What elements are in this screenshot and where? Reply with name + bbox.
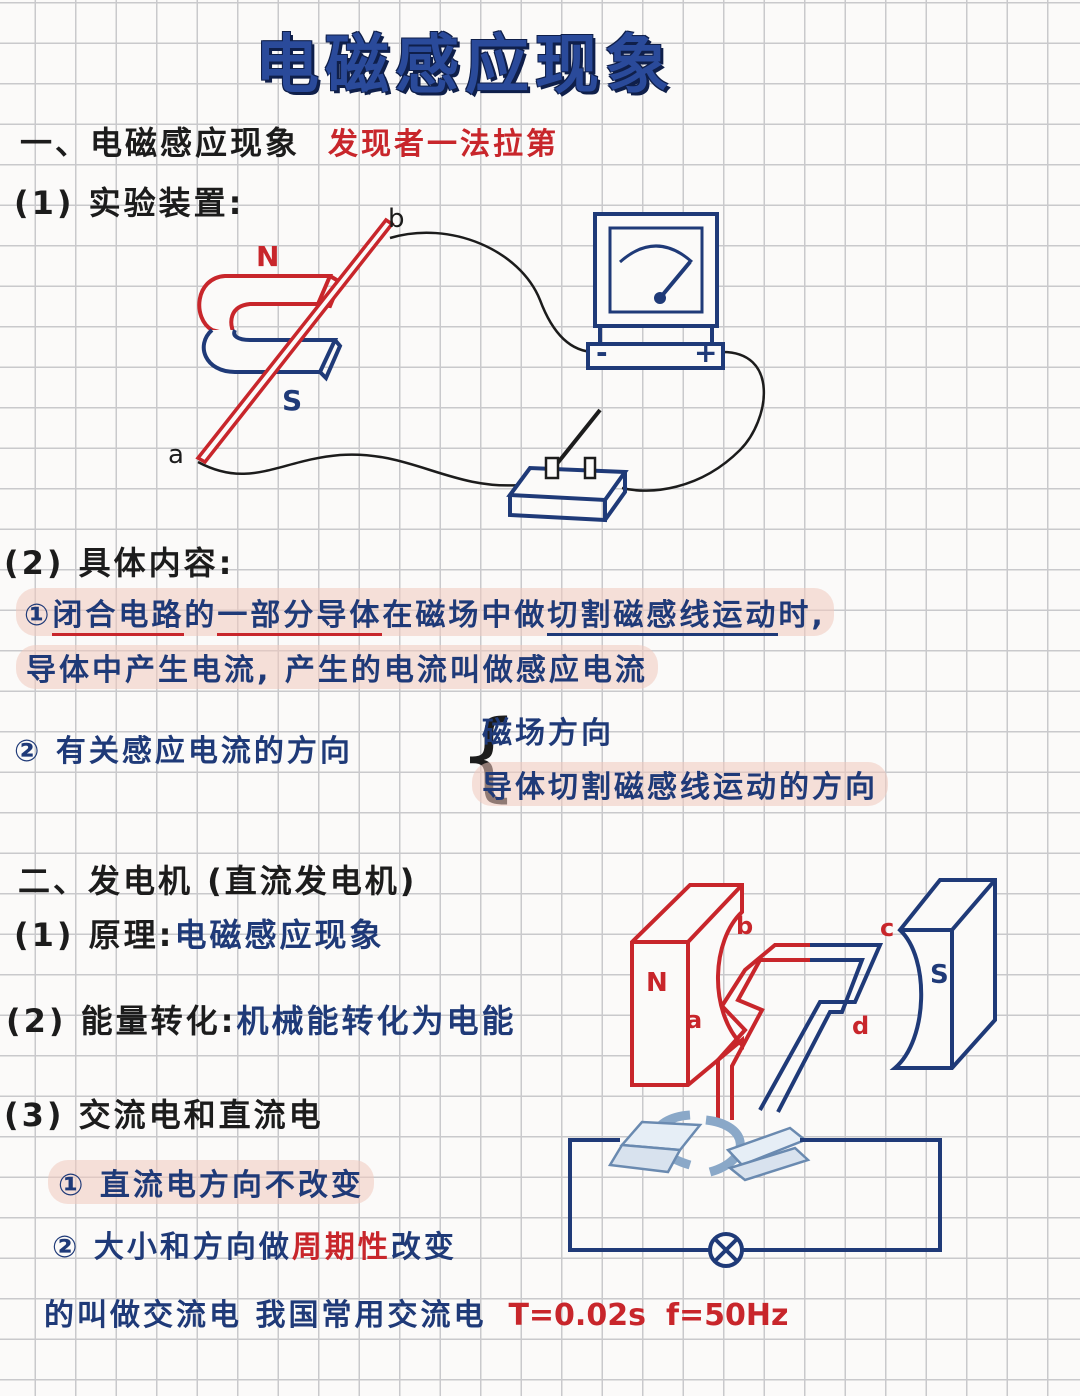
generator-magnet-south (889, 878, 997, 1070)
ac-definition-line2: 的叫做交流电 我国常用交流电 T=0.02s f=50Hz (44, 1290, 788, 1334)
point1-de: 的 (184, 598, 218, 633)
gen-label-b: b (736, 912, 754, 940)
ac-part3: 改变 (390, 1230, 457, 1265)
gen-label-a: a (686, 1006, 703, 1034)
energy-row: (2) 能量转化:机械能转化为电能 (6, 996, 516, 1042)
point2-text: ② 有关感应电流的方向 (14, 734, 353, 769)
point1-in-field: 在磁场中做 (382, 598, 548, 633)
galvanometer-minus: - (596, 336, 608, 369)
coil-red (716, 943, 810, 1120)
energy-label: (2) 能量转化: (6, 1002, 237, 1040)
page-title: 电磁感应现象 (255, 29, 675, 103)
galvanometer-base (586, 342, 725, 370)
point1-line1: ①闭合电路的一部分导体在磁场中做切割磁感线运动时, (16, 588, 834, 636)
discoverer-text: 发现者一法拉第 (328, 127, 560, 162)
experiment-setup-label: (1) 实验装置: (14, 184, 245, 222)
switch-lever (550, 408, 602, 472)
galvanometer-needle (658, 260, 692, 300)
principle-value: 电磁感应现象 (174, 916, 385, 954)
content-label: (2) 具体内容: (4, 544, 235, 582)
energy-value: 机械能转化为电能 (236, 1002, 517, 1040)
gen-label-N: N (646, 968, 668, 998)
ac-line2-text: 的叫做交流电 我国常用交流电 (44, 1298, 487, 1333)
ac-dc-heading: (3) 交流电和直流电 (4, 1096, 324, 1134)
circuit-wire (389, 231, 596, 354)
circuit-wire-bottom (197, 453, 521, 487)
label-b: b (388, 204, 405, 234)
gen-label-d: d (852, 1012, 870, 1040)
gen-label-S: S (930, 960, 949, 990)
conductor-rod (195, 217, 395, 465)
principle-label: (1) 原理: (14, 916, 175, 954)
point1-cutting: 切割磁感线运动 (547, 598, 779, 636)
factor-motion-direction: 导体切割磁感线运动的方向 (472, 762, 888, 806)
ac-periodic: 周期性 (291, 1230, 391, 1265)
section1-heading-text: 一、电磁感应现象 (20, 124, 301, 162)
section1-heading: 一、电磁感应现象发现者一法拉第 (20, 118, 559, 164)
frequency-value: f=50Hz (665, 1298, 789, 1333)
label-S: S (282, 384, 303, 417)
period-value: T=0.02s (508, 1298, 646, 1333)
gen-label-c: c (880, 914, 895, 942)
commutator-right (705, 1115, 745, 1177)
dc-definition: ① 直流电方向不改变 (48, 1160, 374, 1204)
label-N: N (256, 240, 280, 273)
ac-definition-line1: ② 大小和方向做周期性改变 (52, 1222, 457, 1266)
factor-magnetic-field: 磁场方向 (482, 716, 614, 751)
ac-part1: ② 大小和方向做 (52, 1230, 292, 1265)
point1-num: ① (24, 598, 53, 633)
point1-when: 时, (778, 598, 826, 633)
circuit-wire-right (621, 350, 765, 492)
coil-blue (758, 943, 884, 1111)
point1-part-conductor: 一部分导体 (217, 598, 383, 636)
label-a: a (168, 440, 184, 470)
point1-closed-circuit: 闭合电路 (52, 598, 185, 636)
section2-heading: 二、发电机 (直流发电机) (18, 862, 418, 900)
principle-row: (1) 原理:电磁感应现象 (14, 910, 384, 956)
external-circuit (568, 1138, 942, 1252)
galvanometer-plus: + (694, 336, 718, 369)
point1-line2: 导体中产生电流, 产生的电流叫做感应电流 (16, 645, 658, 689)
